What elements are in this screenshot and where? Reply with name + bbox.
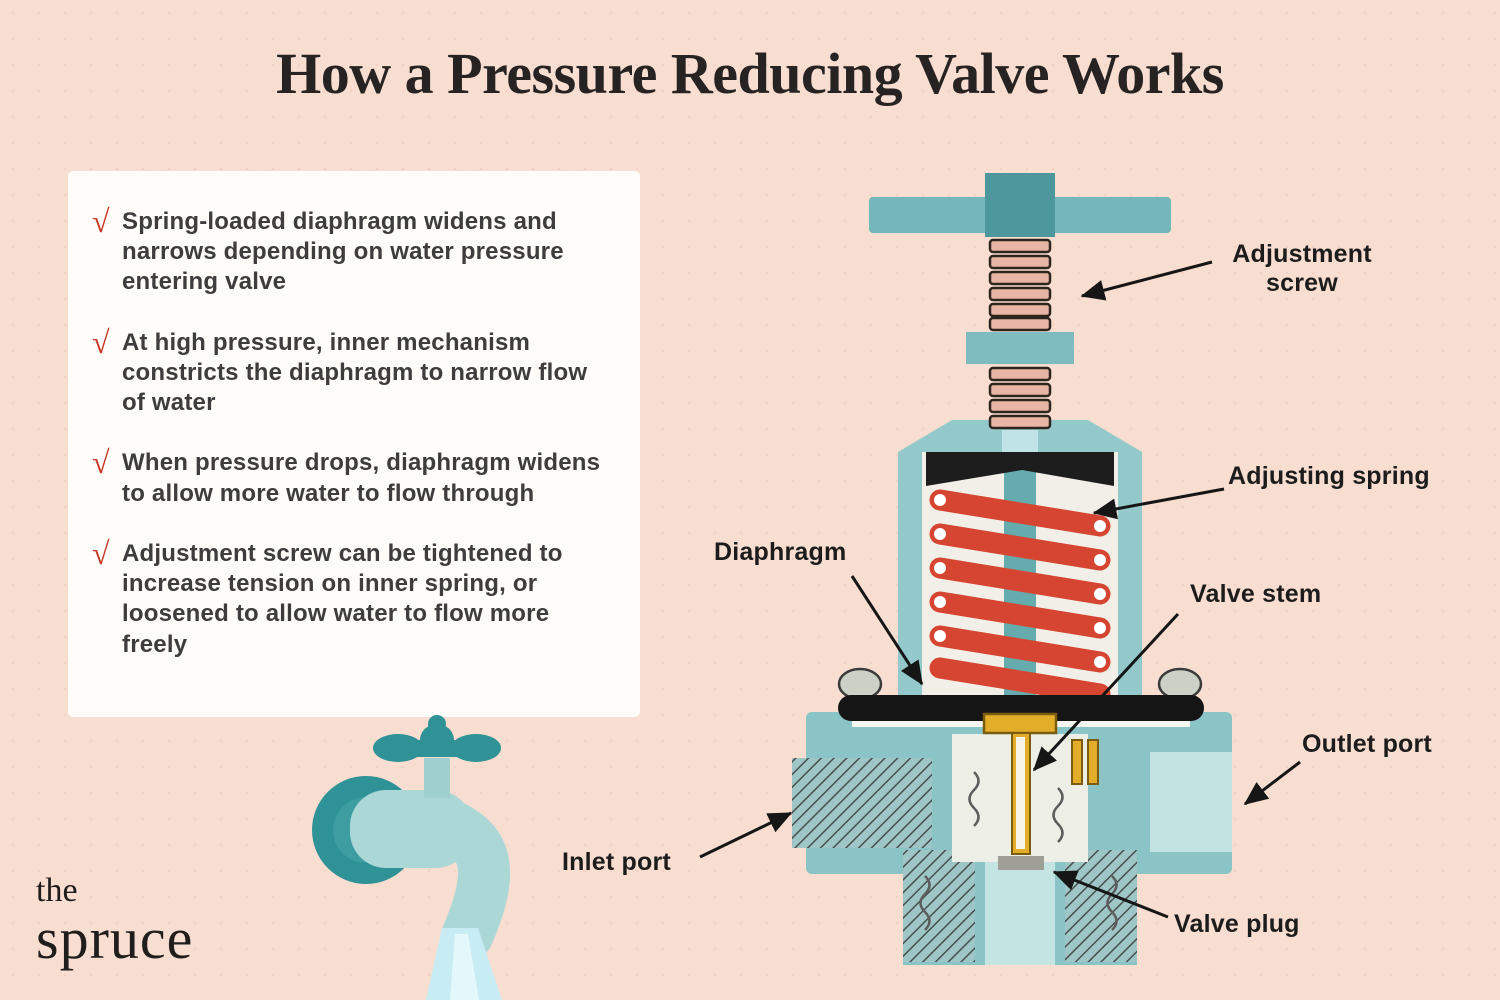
label-outlet-port: Outlet port bbox=[1302, 730, 1432, 758]
arrow-valve-stem bbox=[1032, 612, 1180, 772]
list-item: √ Spring-loaded diaphragm widens and nar… bbox=[92, 203, 612, 298]
brand-logo-spruce: spruce bbox=[36, 906, 194, 971]
list-item-text: Adjustment screw can be tightened to inc… bbox=[122, 539, 563, 658]
brand-logo: the spruce bbox=[36, 874, 193, 968]
water-stream bbox=[426, 928, 502, 1000]
list-item: √ Adjustment screw can be tightened to i… bbox=[92, 534, 612, 660]
valve-illustration bbox=[792, 173, 1232, 965]
faucet-handle bbox=[373, 715, 501, 762]
handle-hub-part bbox=[985, 173, 1055, 237]
inlet-port-part bbox=[792, 758, 932, 848]
list-item-text: Spring-loaded diaphragm widens and narro… bbox=[122, 208, 564, 296]
checkmark-icon: √ bbox=[92, 444, 110, 481]
page-title: How a Pressure Reducing Valve Works bbox=[276, 41, 1224, 106]
valve-stem-part bbox=[982, 712, 1099, 855]
faucet-illustration bbox=[312, 715, 511, 1000]
diaphragm-part bbox=[838, 695, 1204, 721]
arrow-outlet-port bbox=[1243, 760, 1301, 806]
outlet-port-part bbox=[1150, 752, 1232, 852]
bolt-ear-left bbox=[837, 667, 883, 701]
label-adjustment-screw: Adjustment screw bbox=[1232, 240, 1372, 297]
faucet-body bbox=[350, 790, 472, 868]
brand-logo-the: the bbox=[36, 872, 78, 909]
flow-squiggles bbox=[919, 771, 1118, 931]
list-item-text: At high pressure, inner mechanism constr… bbox=[122, 328, 588, 417]
list-item-text: When pressure drops, diaphragm widens to… bbox=[122, 449, 601, 507]
label-adjusting-spring: Adjusting spring bbox=[1228, 462, 1430, 490]
arrow-adjustment-screw bbox=[1080, 260, 1213, 301]
arrow-inlet-port bbox=[699, 811, 793, 859]
list-item: √ When pressure drops, diaphragm widens … bbox=[92, 444, 612, 508]
checkmark-icon: √ bbox=[92, 323, 110, 360]
adjusting-spring-part bbox=[929, 489, 1111, 705]
spring-retainer-part bbox=[926, 452, 1114, 486]
label-diaphragm: Diaphragm bbox=[714, 538, 847, 566]
label-arrows bbox=[699, 260, 1301, 919]
spring-highlights bbox=[934, 494, 1106, 668]
list-item: √ At high pressure, inner mechanism cons… bbox=[92, 323, 612, 419]
valve-plug-part bbox=[998, 856, 1044, 870]
checkmark-icon: √ bbox=[92, 534, 110, 571]
label-valve-stem: Valve stem bbox=[1190, 580, 1322, 608]
bolt-ear-right bbox=[1157, 667, 1203, 701]
adjustment-screw-part bbox=[966, 238, 1074, 430]
info-card: √ Spring-loaded diaphragm widens and nar… bbox=[68, 171, 640, 717]
label-valve-plug: Valve plug bbox=[1174, 910, 1300, 938]
arrow-adjusting-spring bbox=[1092, 487, 1225, 520]
arrow-diaphragm bbox=[850, 575, 924, 686]
label-inlet-port: Inlet port bbox=[562, 848, 671, 876]
arrow-valve-plug bbox=[1052, 870, 1169, 919]
checkmark-icon: √ bbox=[92, 203, 110, 239]
